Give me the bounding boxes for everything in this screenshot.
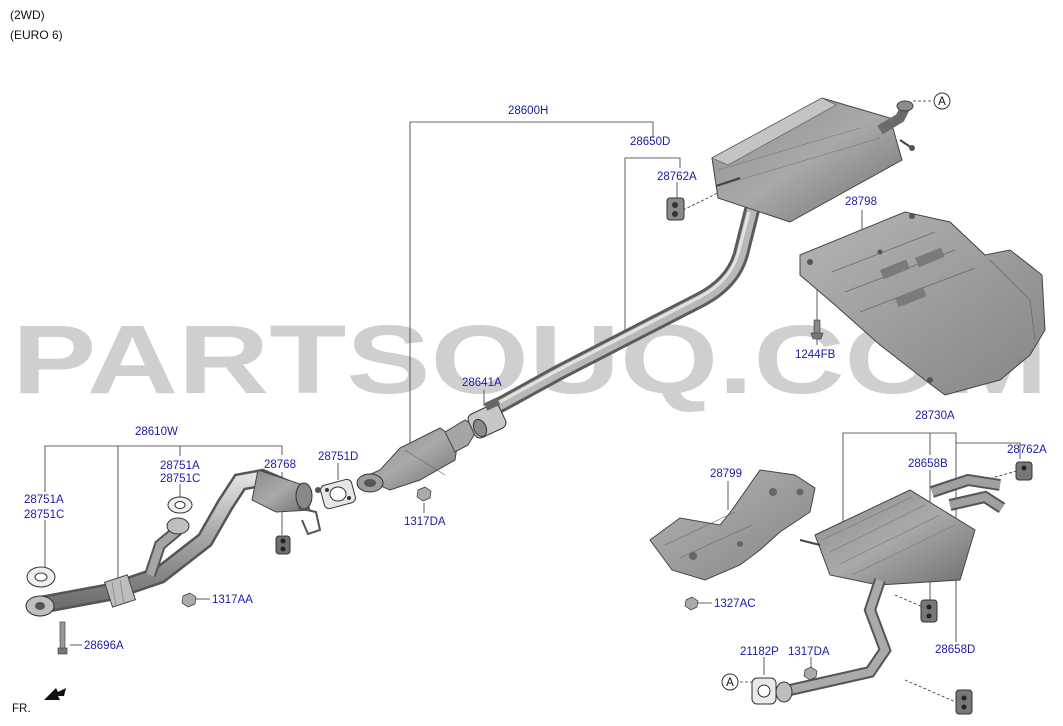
gasket-28751d [320, 478, 356, 510]
front-direction-arrow-icon [44, 688, 66, 700]
label-28730a[interactable]: 28730A [915, 410, 955, 422]
ref-circle-a-bottom-letter: A [726, 677, 734, 689]
label-28751a-left[interactable]: 28751A [24, 494, 64, 506]
label-28751d[interactable]: 28751D [318, 451, 358, 463]
label-1317da-low[interactable]: 1317DA [788, 646, 830, 658]
label-1317aa[interactable]: 1317AA [212, 594, 253, 606]
label-28658d[interactable]: 28658D [935, 644, 975, 656]
nut-1317aa [181, 592, 197, 608]
label-28762a-top[interactable]: 28762A [657, 171, 697, 183]
label-21182p[interactable]: 21182P [740, 646, 779, 658]
gasket-28751a-left [26, 566, 56, 588]
gasket-21182p [751, 677, 793, 705]
label-28641a[interactable]: 28641A [462, 377, 502, 389]
nut-1317da-mid [416, 486, 432, 502]
ref-circle-a-bottom [721, 673, 739, 691]
heat-shield-rear [799, 211, 1046, 396]
hanger-rubber-top [666, 197, 685, 221]
label-28751c-left[interactable]: 28751C [24, 509, 64, 521]
hanger-28658d [955, 689, 973, 715]
rear-muffler [788, 473, 1006, 696]
label-28650d[interactable]: 28650D [630, 136, 670, 148]
label-28762a-right[interactable]: 28762A [1007, 444, 1047, 456]
nut-1327ac [684, 596, 699, 611]
label-28600h[interactable]: 28600H [508, 105, 548, 117]
gasket-28751a-mid [167, 496, 193, 514]
catalytic-converter [356, 419, 479, 493]
bolt-28696a [57, 621, 68, 655]
label-1317da-mid[interactable]: 1317DA [404, 516, 446, 528]
label-28610w[interactable]: 28610W [135, 426, 178, 438]
center-muffler [711, 97, 915, 223]
hanger-28768 [275, 535, 291, 555]
label-28696a[interactable]: 28696A [84, 640, 124, 652]
label-28751c-mid[interactable]: 28751C [160, 473, 200, 485]
ref-circle-a-top-letter: A [938, 96, 946, 108]
hanger-28658b [920, 599, 938, 623]
heat-shield-28799 [649, 469, 816, 581]
label-1327ac[interactable]: 1327AC [714, 598, 756, 610]
center-pipe [492, 202, 760, 413]
label-1244fb[interactable]: 1244FB [795, 349, 836, 361]
ref-circle-a-top [933, 92, 951, 110]
nut-1317da-low [803, 666, 818, 681]
label-28799[interactable]: 28799 [710, 468, 742, 480]
pipe-clamp [467, 397, 507, 439]
front-direction-label: FR. [12, 703, 31, 715]
variant-drive-label: (2WD) [10, 8, 45, 22]
label-28768[interactable]: 28768 [264, 459, 296, 471]
front-pipe [25, 468, 322, 617]
label-28751a-mid[interactable]: 28751A [160, 460, 200, 472]
variant-emission-label: (EURO 6) [10, 28, 63, 42]
hanger-28762a-right [1015, 461, 1033, 481]
label-28658b[interactable]: 28658B [908, 458, 948, 470]
bolt-1244fb [810, 319, 824, 340]
label-28798[interactable]: 28798 [845, 196, 877, 208]
